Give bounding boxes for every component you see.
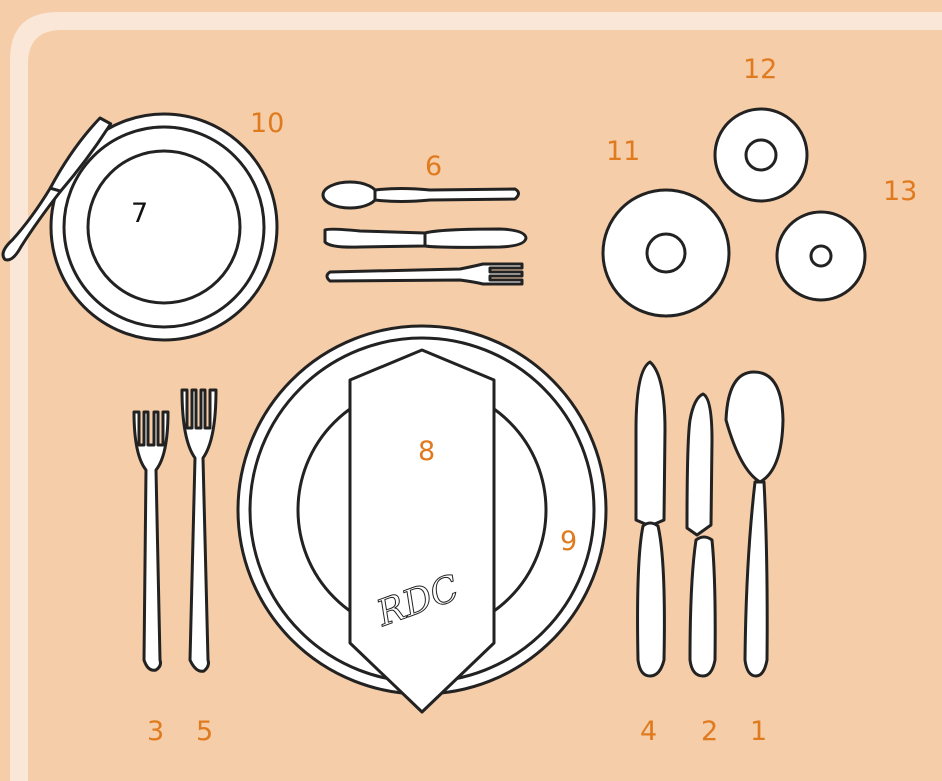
label-butter-knife: 7 bbox=[131, 198, 148, 229]
label-water-glass: 11 bbox=[606, 136, 640, 167]
napkin bbox=[350, 350, 494, 712]
label-spoon: 1 bbox=[750, 716, 767, 747]
label-dessert-cutlery: 6 bbox=[425, 151, 442, 182]
label-dinner-knife: 2 bbox=[701, 716, 718, 747]
label-dinner-fork: 5 bbox=[196, 716, 213, 747]
red-wine-glass bbox=[715, 109, 807, 201]
dessert-knife bbox=[325, 229, 526, 247]
label-salad-fork: 3 bbox=[147, 716, 164, 747]
fish-knife bbox=[636, 362, 665, 676]
label-white-wine-glass: 13 bbox=[883, 176, 917, 207]
label-charger-plate: 9 bbox=[560, 526, 577, 557]
white-wine-glass bbox=[777, 212, 865, 300]
label-fish-knife: 4 bbox=[640, 716, 657, 747]
label-napkin: 8 bbox=[418, 436, 435, 467]
label-red-wine-glass: 12 bbox=[743, 54, 777, 85]
label-bread-plate: 10 bbox=[250, 108, 284, 139]
water-glass bbox=[603, 190, 729, 316]
